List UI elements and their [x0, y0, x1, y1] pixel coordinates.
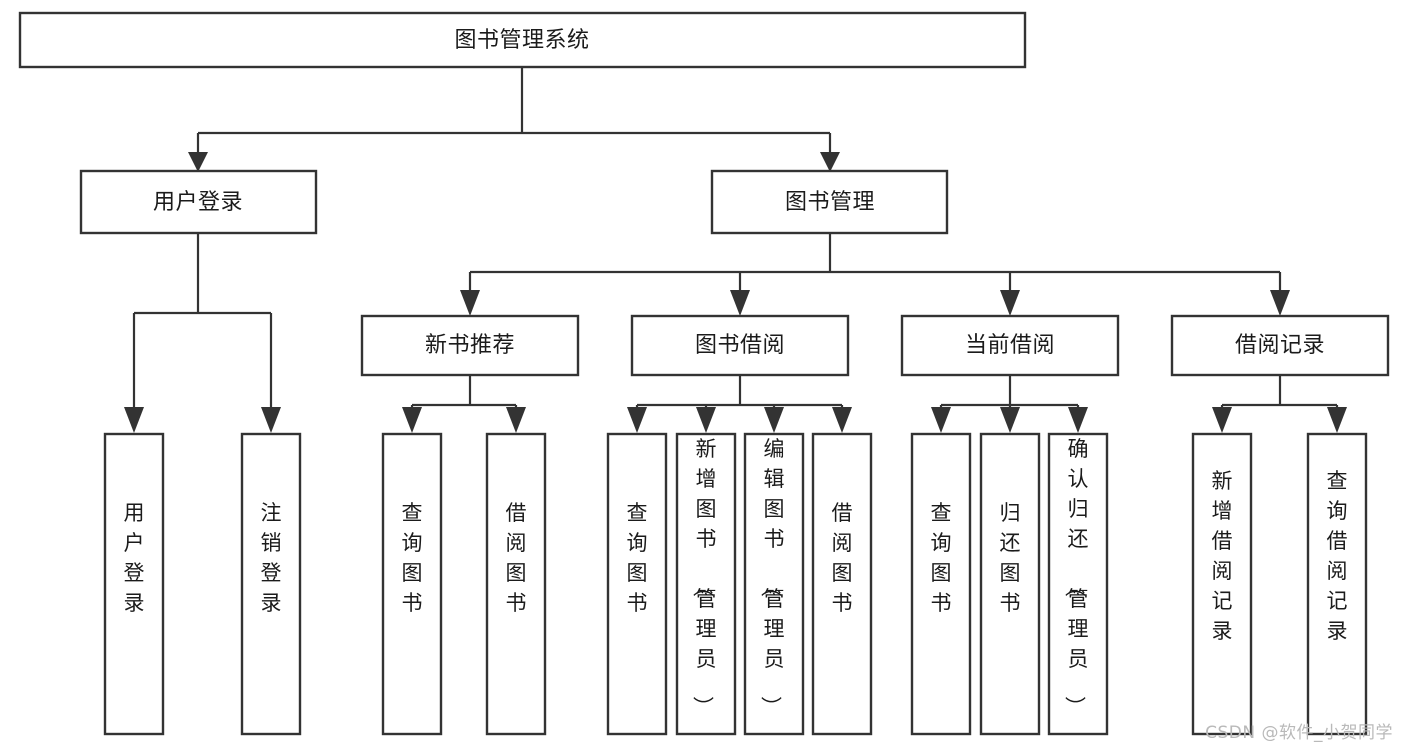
- node-leaf-query-record-label: 查询借阅记录: [1327, 469, 1348, 643]
- arrowhead-book-borrow: [730, 290, 750, 316]
- node-leaf-query-record-box[interactable]: [1306, 432, 1368, 736]
- node-current-borrow-box[interactable]: [900, 314, 1120, 377]
- node-leaf-query-book-1-label: 查询图书: [402, 501, 423, 615]
- csdn-watermark: CSDN @软件_小贺同学: [1205, 723, 1393, 743]
- node-leaf-return-book-label: 归还图书: [1000, 501, 1021, 615]
- arrowhead-leaf-query-book-2: [627, 407, 647, 433]
- node-new-book-rec-label: 新书推荐: [425, 333, 515, 358]
- node-leaf-user-logout-label: 注销登录: [261, 501, 282, 615]
- node-leaf-user-login[interactable]: 用户登录: [103, 432, 165, 736]
- node-leaf-borrow-book-2[interactable]: 借阅图书: [811, 432, 873, 736]
- arrowhead-current-borrow: [1000, 290, 1020, 316]
- node-leaf-query-book-2-label: 查询图书: [627, 501, 648, 615]
- node-root-label: 图书管理系统: [454, 28, 589, 53]
- arrowhead-leaf-query-record: [1327, 407, 1347, 433]
- node-leaf-edit-book[interactable]: 编辑图书（管理员）: [743, 432, 805, 736]
- node-user-login[interactable]: 用户登录: [79, 169, 318, 235]
- node-leaf-query-record[interactable]: 查询借阅记录: [1306, 432, 1368, 736]
- node-leaf-add-record-label: 新增借阅记录: [1212, 469, 1233, 643]
- arrowhead-leaf-confirm-return: [1068, 407, 1088, 433]
- arrowhead-user-login: [188, 152, 208, 172]
- connector-newbook-to-leaves: [410, 375, 518, 412]
- node-leaf-edit-book-label: 编辑图书（管理员）: [759, 437, 785, 717]
- arrowhead-leaf-query-book-1: [402, 407, 422, 433]
- node-leaf-borrow-book-2-label: 借阅图书: [832, 501, 853, 615]
- node-leaf-borrow-book-1[interactable]: 借阅图书: [485, 432, 547, 736]
- connector-currentborrow-to-leaves: [939, 375, 1080, 412]
- arrowhead-leaf-return-book: [1000, 407, 1020, 433]
- arrowhead-leaf-add-book: [696, 407, 716, 433]
- node-book-manage-label: 图书管理: [785, 190, 875, 215]
- node-leaf-add-book[interactable]: 新增图书（管理员）: [675, 432, 737, 736]
- node-leaf-query-book-2-box[interactable]: [606, 432, 668, 736]
- arrowhead-book-manage: [820, 152, 840, 172]
- node-book-manage[interactable]: 图书管理: [710, 169, 949, 235]
- node-user-login-label: 用户登录: [153, 190, 243, 215]
- node-leaf-add-book-label: 新增图书（管理员）: [691, 437, 717, 717]
- arrowhead-leaf-add-record: [1212, 407, 1232, 433]
- node-leaf-return-book[interactable]: 归还图书: [979, 432, 1041, 736]
- node-leaf-edit-book-box[interactable]: [743, 432, 805, 736]
- connector-bookmanage-to-level2: [468, 233, 1282, 295]
- node-new-book-rec-box[interactable]: [360, 314, 580, 377]
- node-current-borrow[interactable]: 当前借阅: [900, 314, 1120, 377]
- arrowhead-leaf-query-book-3: [931, 407, 951, 433]
- node-book-borrow-label: 图书借阅: [695, 333, 785, 358]
- node-leaf-add-book-box[interactable]: [675, 432, 737, 736]
- node-leaf-borrow-book-2-box[interactable]: [811, 432, 873, 736]
- arrowhead-leaf-borrow-book-1: [506, 407, 526, 433]
- node-root[interactable]: 图书管理系统: [18, 11, 1027, 69]
- node-leaf-user-logout-box[interactable]: [240, 432, 302, 736]
- node-borrow-record-box[interactable]: [1170, 314, 1390, 377]
- node-leaf-query-book-2[interactable]: 查询图书: [606, 432, 668, 736]
- node-book-borrow-box[interactable]: [630, 314, 850, 377]
- node-book-manage-box[interactable]: [710, 169, 949, 235]
- node-new-book-rec[interactable]: 新书推荐: [360, 314, 580, 377]
- connector-bookborrow-to-leaves: [635, 375, 844, 412]
- node-leaf-add-record-box[interactable]: [1191, 432, 1253, 736]
- node-current-borrow-label: 当前借阅: [965, 333, 1055, 358]
- node-leaf-query-book-1[interactable]: 查询图书: [381, 432, 443, 736]
- arrowhead-leaf-user-login: [124, 407, 144, 433]
- node-book-borrow[interactable]: 图书借阅: [630, 314, 850, 377]
- node-leaf-query-book-3-label: 查询图书: [931, 501, 952, 615]
- connector-layer: [124, 67, 1347, 433]
- node-borrow-record[interactable]: 借阅记录: [1170, 314, 1390, 377]
- node-leaf-return-book-box[interactable]: [979, 432, 1041, 736]
- arrowhead-leaf-user-logout: [261, 407, 281, 433]
- node-leaf-query-book-1-box[interactable]: [381, 432, 443, 736]
- arrowhead-new-book-rec: [460, 290, 480, 316]
- node-leaf-query-book-3[interactable]: 查询图书: [910, 432, 972, 736]
- node-leaf-borrow-book-1-box[interactable]: [485, 432, 547, 736]
- node-leaf-query-book-3-box[interactable]: [910, 432, 972, 736]
- node-borrow-record-label: 借阅记录: [1235, 333, 1325, 358]
- connector-root-to-level1: [196, 67, 832, 157]
- node-leaf-user-login-label: 用户登录: [124, 501, 145, 615]
- arrowhead-leaf-edit-book: [764, 407, 784, 433]
- arrowhead-leaf-borrow-book-2: [832, 407, 852, 433]
- node-leaf-add-record[interactable]: 新增借阅记录: [1191, 432, 1253, 736]
- leaf-nodes-layer: 用户登录 注销登录 查询图书 借阅图书 查询图书 新增图书（管理员）: [103, 432, 1368, 736]
- connector-borrowrecord-to-leaves: [1220, 375, 1339, 412]
- node-leaf-confirm-return-label: 确认归还（管理员）: [1063, 437, 1089, 717]
- node-leaf-confirm-return-box[interactable]: [1047, 432, 1109, 736]
- node-leaf-borrow-book-1-label: 借阅图书: [506, 501, 527, 615]
- connector-userlogin-to-leaves: [132, 233, 273, 412]
- node-root-box[interactable]: [18, 11, 1027, 69]
- node-leaf-confirm-return[interactable]: 确认归还（管理员）: [1047, 432, 1109, 736]
- node-leaf-user-logout[interactable]: 注销登录: [240, 432, 302, 736]
- node-user-login-box[interactable]: [79, 169, 318, 235]
- node-leaf-user-login-box[interactable]: [103, 432, 165, 736]
- arrowhead-borrow-record: [1270, 290, 1290, 316]
